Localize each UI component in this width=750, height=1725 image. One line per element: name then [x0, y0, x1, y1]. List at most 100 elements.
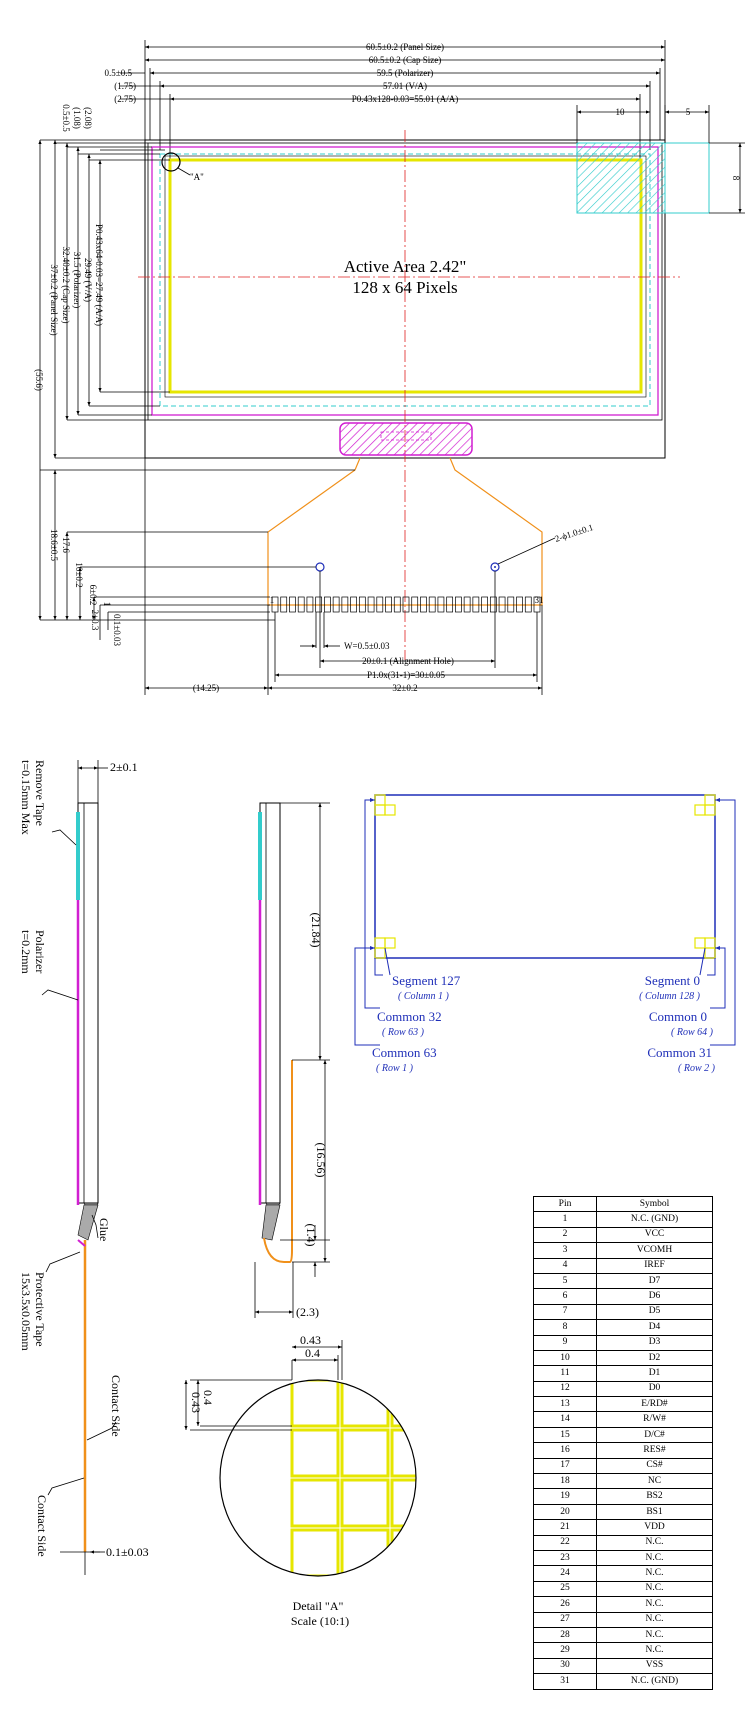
contact-pad — [446, 596, 454, 613]
dim-tail-6: 6±0.2 — [88, 585, 98, 606]
common-31-sub: ( Row 2 ) — [678, 1063, 716, 1074]
dim-cap-height: 32.40±0.2 (Cap Size) — [61, 247, 71, 324]
dim-21-84: (21.84) — [309, 913, 323, 948]
contact-pad — [437, 596, 445, 613]
contact-pad — [280, 596, 288, 613]
pin-symbol: N.C. — [596, 1565, 713, 1582]
detail-a: 0.43 0.4 0.4 0.43 Detail "A" Scale (10:1… — [184, 1333, 417, 1628]
bent-view: (21.84) (16.56) (1.4) (2.3) — [254, 802, 330, 1319]
pin-number: 7 — [533, 1303, 597, 1321]
detail-dim-left-0-4: 0.4 — [201, 1390, 215, 1405]
dim-alignment-hole: 20±0.1 (Alignment Hole) — [362, 656, 454, 666]
detail-dim-left-0-43: 0.43 — [189, 1392, 203, 1413]
contact-pad — [315, 596, 323, 613]
dim-polarizer-height: 31.5 (Polarizer) — [72, 252, 82, 308]
active-area-outline — [168, 158, 643, 394]
pin-number: 27 — [533, 1611, 597, 1628]
alignment-hole-left — [315, 562, 325, 572]
remove-tape-spec: t=0.15mm Max — [19, 760, 33, 835]
dim-1-4: (1.4) — [304, 1224, 318, 1247]
contact-pad — [524, 596, 532, 613]
contact-pad — [367, 596, 375, 613]
pin-number: 3 — [533, 1242, 597, 1259]
pin-symbol: BS1 — [596, 1503, 713, 1521]
pin-1-mark: 1 — [270, 595, 275, 605]
pin-table-header: Pin Symbol — [533, 1195, 713, 1213]
corner-hatch — [576, 142, 666, 214]
dim-cap-width: 60.5±0.2 (Cap Size) — [369, 55, 441, 65]
pin-symbol: NC — [596, 1473, 713, 1490]
dim-fpc-width: 32±0.2 — [392, 683, 417, 693]
pin-number: 28 — [533, 1626, 597, 1644]
segment-0-label: Segment 0 — [645, 973, 700, 988]
detail-dim-0-43: 0.43 — [300, 1333, 321, 1347]
dim-pad-width: W=0.5±0.03 — [344, 641, 390, 651]
protective-tape-spec: 15x3.5x0.05mm — [19, 1272, 33, 1351]
segment-127-sub: ( Column 1 ) — [398, 991, 450, 1002]
pin-symbol: D6 — [596, 1288, 713, 1305]
protective-tape-label: Protective Tape — [33, 1272, 47, 1347]
hole-dimension: 2-ϕ1.0±0.1 — [554, 522, 595, 544]
corner-box — [664, 142, 710, 214]
dim-aa-height: P0.43x64-0.03=27.49 (A/A) — [94, 224, 104, 326]
common-0-label: Common 0 — [649, 1009, 707, 1024]
detail-scale: Scale (10:1) — [291, 1614, 349, 1628]
segment-0-sub: ( Column 128 ) — [639, 991, 701, 1002]
pin-symbol: VSS — [596, 1657, 713, 1675]
common-32-label: Common 32 — [377, 1009, 442, 1024]
pin-number: 18 — [533, 1473, 597, 1490]
contact-pad — [472, 596, 480, 613]
pin-symbol: D7 — [596, 1272, 713, 1290]
pin-symbol: RES# — [596, 1442, 713, 1459]
pin-symbol: BS2 — [596, 1488, 713, 1505]
dim-tail-18-6: 18.6±0.5 — [49, 529, 59, 561]
inner-outline — [164, 155, 647, 398]
pin-number: 4 — [533, 1257, 597, 1274]
side-top-dim: 2±0.1 — [110, 760, 138, 774]
pin-header: Pin — [533, 1195, 597, 1213]
pin-number: 19 — [533, 1488, 597, 1505]
pin-symbol: N.C. (GND) — [596, 1673, 713, 1690]
pin-number: 29 — [533, 1642, 597, 1659]
contact-pad — [455, 596, 462, 613]
side-bottom-dim: 0.1±0.03 — [106, 1545, 149, 1559]
pin-symbol: IREF — [596, 1257, 713, 1274]
pin-symbol: N.C. — [596, 1580, 713, 1598]
pin-number: 21 — [533, 1519, 597, 1536]
dim-tail-17-6: 17.6 — [61, 537, 71, 553]
contact-pad — [498, 596, 506, 613]
top-view: 60.5±0.2 (Panel Size) 60.5±0.2 (Cap Size… — [34, 40, 745, 695]
pin-symbol: D3 — [596, 1334, 713, 1351]
contact-pad — [481, 596, 488, 613]
contact-pad — [306, 596, 314, 613]
pin-symbol: N.C. — [596, 1626, 713, 1644]
dim-pitch: P1.0x(31-1)=30±0.05 — [367, 670, 446, 680]
pin-symbol: VDD — [596, 1519, 713, 1536]
pin-number: 22 — [533, 1534, 597, 1551]
dim-va-width: 57.01 (V/A) — [383, 81, 427, 91]
dim-corner-5: 5 — [686, 107, 691, 117]
polarizer-spec: t=0.2mm — [19, 930, 33, 974]
pin-number: 11 — [533, 1365, 597, 1382]
dim-left-offset-2: (1.75) — [114, 81, 136, 91]
common-32-sub: ( Row 63 ) — [382, 1027, 425, 1038]
pin-symbol: D5 — [596, 1303, 713, 1321]
scan-diagram: Segment 127 ( Column 1 ) Segment 0 ( Col… — [354, 794, 736, 1074]
active-area-title: Active Area 2.42" — [344, 257, 467, 276]
pin-symbol: D2 — [596, 1349, 713, 1367]
pin-symbol: D/C# — [596, 1426, 713, 1444]
dim-left-offset-1: 0.5±0.5 — [105, 68, 133, 78]
contact-pad — [341, 596, 349, 613]
pin-number: 26 — [533, 1596, 597, 1613]
contact-pad — [376, 596, 384, 613]
pin-symbol: VCC — [596, 1226, 713, 1244]
